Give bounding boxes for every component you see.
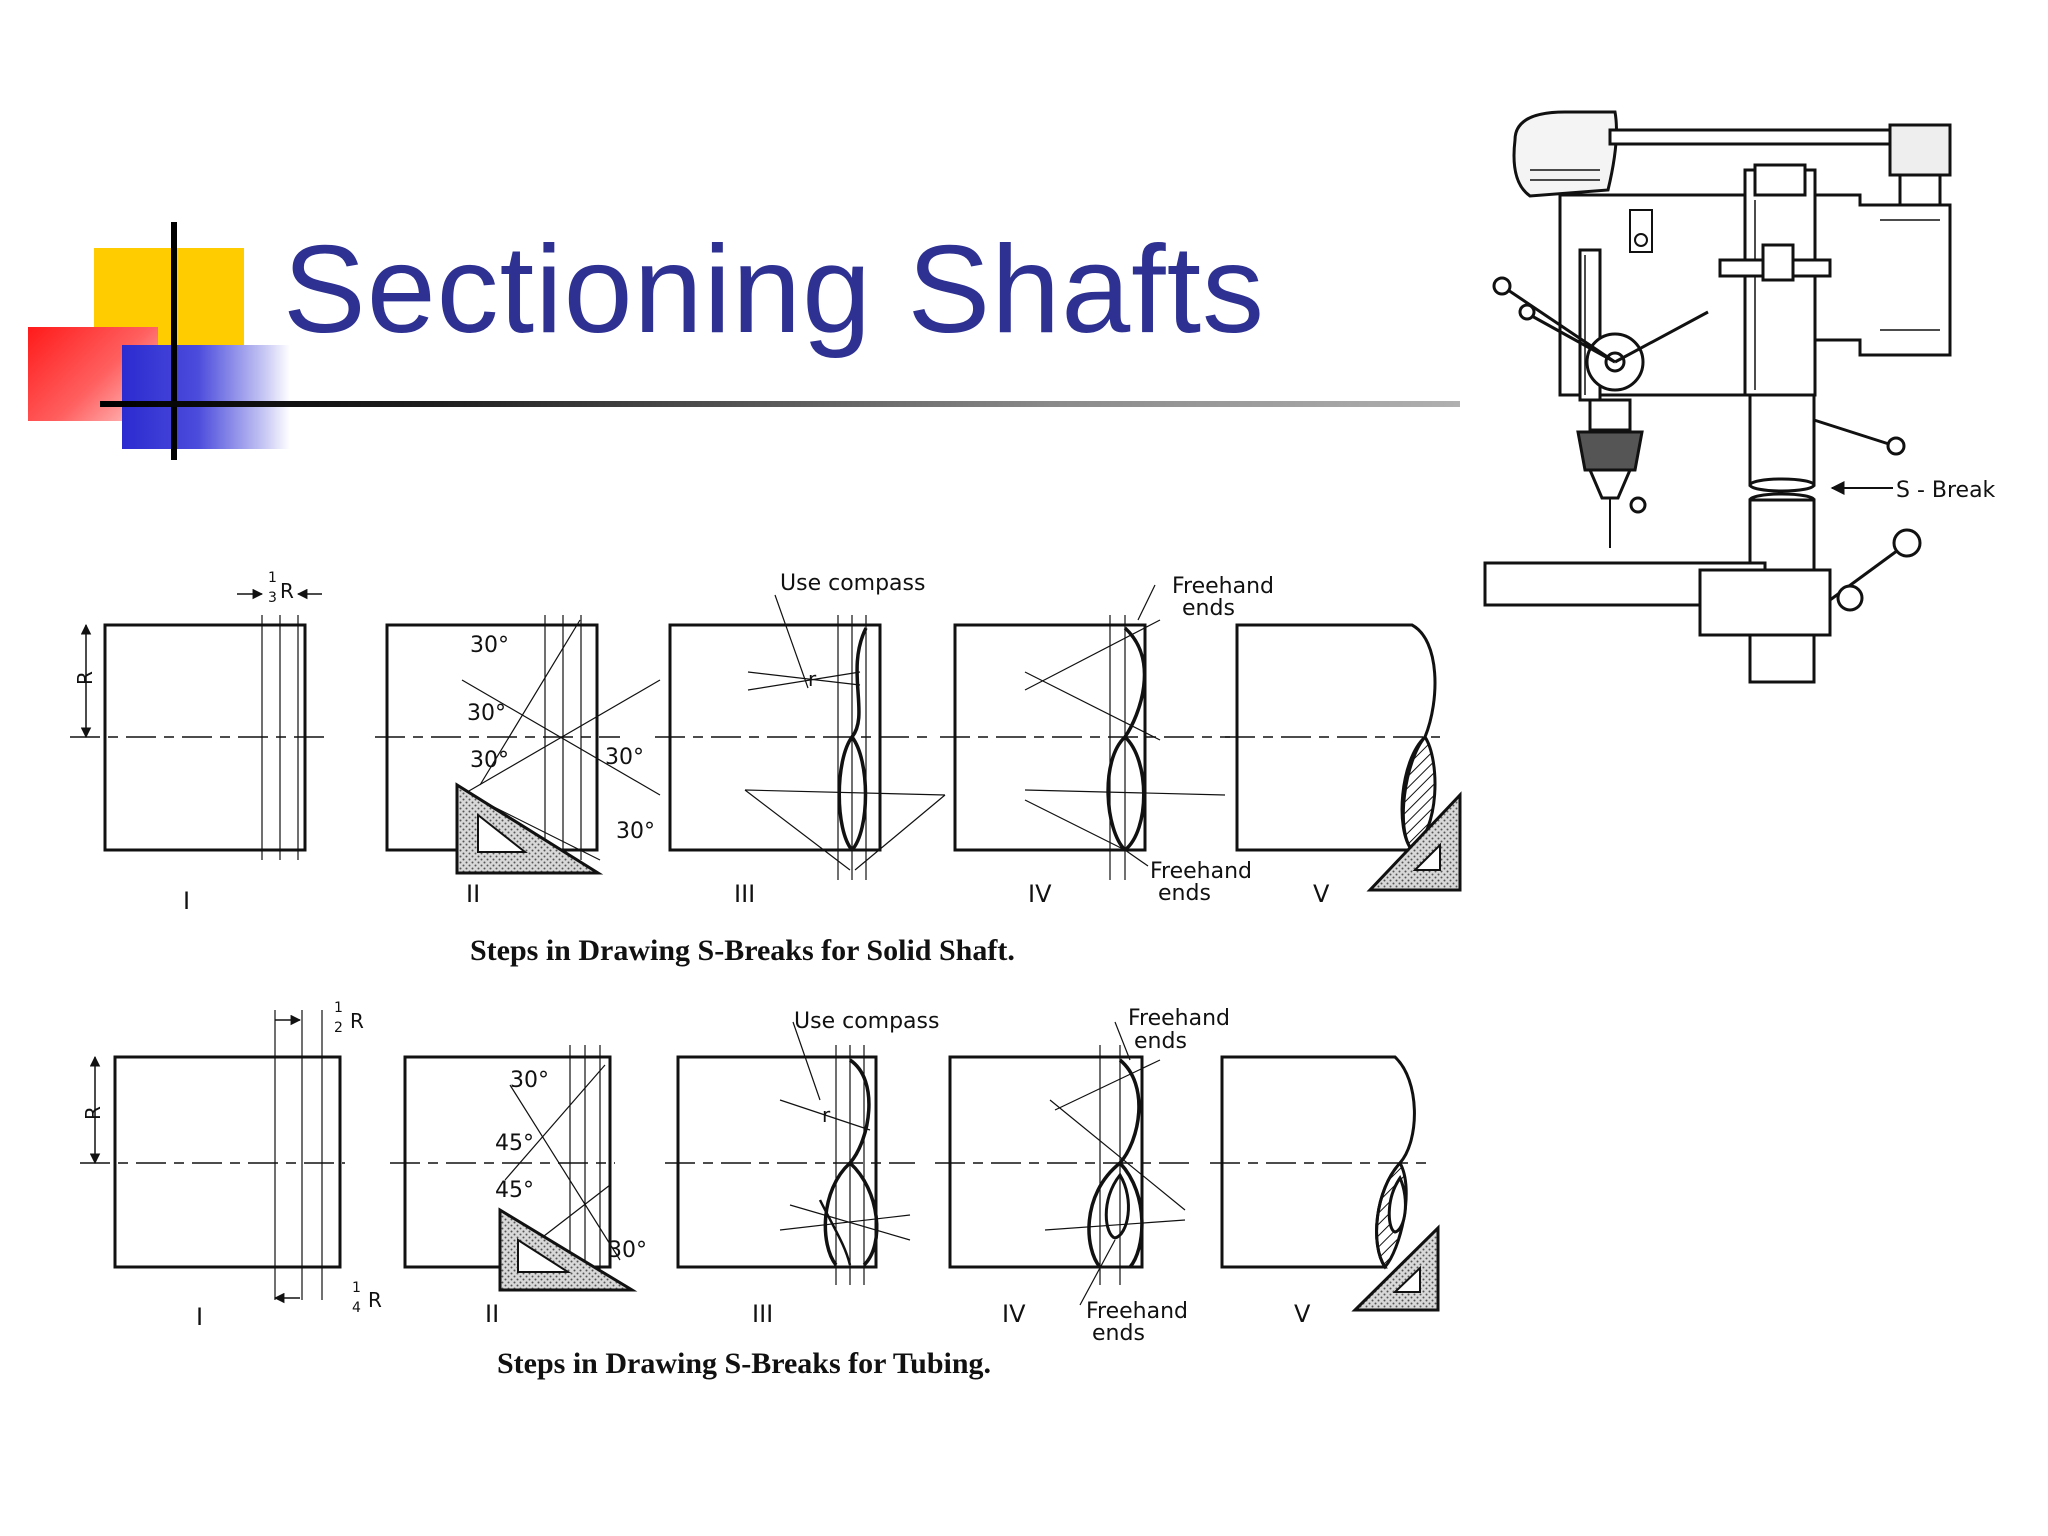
solid-angle-2: 30° <box>467 701 506 726</box>
solid-freehand-top-1: Freehand <box>1172 574 1274 599</box>
tubing-angle-2: 45° <box>495 1131 534 1156</box>
tubing-step-label-4: IV <box>1002 1300 1026 1328</box>
tubing-step-1-figure <box>80 1010 345 1304</box>
tubing-radius-r: r <box>822 1103 831 1127</box>
solid-step-1-figure <box>70 588 325 860</box>
s-break-label: S - Break <box>1896 478 1996 503</box>
solid-step-4-figure <box>940 584 1230 880</box>
tubing-step-label-5: V <box>1294 1300 1311 1328</box>
solid-third-r: R <box>280 579 294 603</box>
slide-title: Sectioning Shafts <box>283 221 1266 359</box>
solid-caption: Steps in Drawing S-Breaks for Solid Shaf… <box>470 934 1015 967</box>
solid-step-3-figure <box>655 594 946 880</box>
solid-step-label-1: I <box>183 887 190 915</box>
tubing-freehand-top-1: Freehand <box>1128 1006 1230 1031</box>
solid-angle-5: 30° <box>616 819 655 844</box>
solid-freehand-bottom-1: Freehand <box>1150 859 1252 884</box>
solid-use-compass: Use compass <box>780 571 925 596</box>
solid-freehand-top-2: ends <box>1182 596 1235 621</box>
tubing-step-label-1: I <box>196 1303 203 1331</box>
tubing-half-den: 2 <box>334 1020 343 1036</box>
tubing-quarter-num: 1 <box>352 1280 361 1296</box>
tubing-freehand-bottom-2: ends <box>1092 1321 1145 1346</box>
solid-shaft-steps <box>70 584 1462 892</box>
solid-step-2-figure <box>375 615 661 875</box>
tubing-step-3-figure <box>665 1021 915 1285</box>
solid-freehand-bottom-2: ends <box>1158 881 1211 906</box>
solid-angle-3: 30° <box>470 748 509 773</box>
tubing-angle-3: 45° <box>495 1178 534 1203</box>
tubing-step-5-figure <box>1210 1055 1440 1312</box>
solid-step-label-5: V <box>1313 880 1330 908</box>
drill-press-illustration <box>1483 110 1952 684</box>
tubing-quarter-den: 4 <box>352 1300 361 1316</box>
tubing-freehand-bottom-1: Freehand <box>1086 1299 1188 1324</box>
tubing-r-label: R <box>81 1106 105 1120</box>
tubing-step-label-3: III <box>752 1300 773 1328</box>
solid-angle-1: 30° <box>470 633 509 658</box>
solid-third-den: 3 <box>268 590 277 606</box>
tubing-use-compass: Use compass <box>794 1009 939 1034</box>
solid-step-label-2: II <box>466 880 480 908</box>
tubing-freehand-top-2: ends <box>1134 1029 1187 1054</box>
tubing-angle-1: 30° <box>510 1068 549 1093</box>
tubing-angle-4: 30° <box>608 1238 647 1263</box>
decor-blue-square <box>122 345 290 449</box>
solid-step-5-figure <box>1225 623 1462 892</box>
solid-radius-r: r <box>808 667 817 691</box>
solid-angle-4: 30° <box>605 745 644 770</box>
tubing-step-2-figure <box>390 1045 638 1292</box>
solid-r-label: R <box>73 671 97 685</box>
tubing-step-4-figure <box>935 1021 1190 1306</box>
tubing-steps <box>80 1010 1440 1312</box>
title-rule <box>100 401 1460 407</box>
tubing-quarter-r: R <box>368 1288 382 1312</box>
solid-step-label-4: IV <box>1028 880 1052 908</box>
decor-vertical-line <box>171 222 177 460</box>
solid-third-num: 1 <box>268 570 277 586</box>
solid-step-label-3: III <box>734 880 755 908</box>
tubing-step-label-2: II <box>485 1300 499 1328</box>
tubing-caption: Steps in Drawing S-Breaks for Tubing. <box>497 1347 991 1380</box>
tubing-half-r: R <box>350 1009 364 1033</box>
tubing-half-num: 1 <box>334 1000 343 1016</box>
